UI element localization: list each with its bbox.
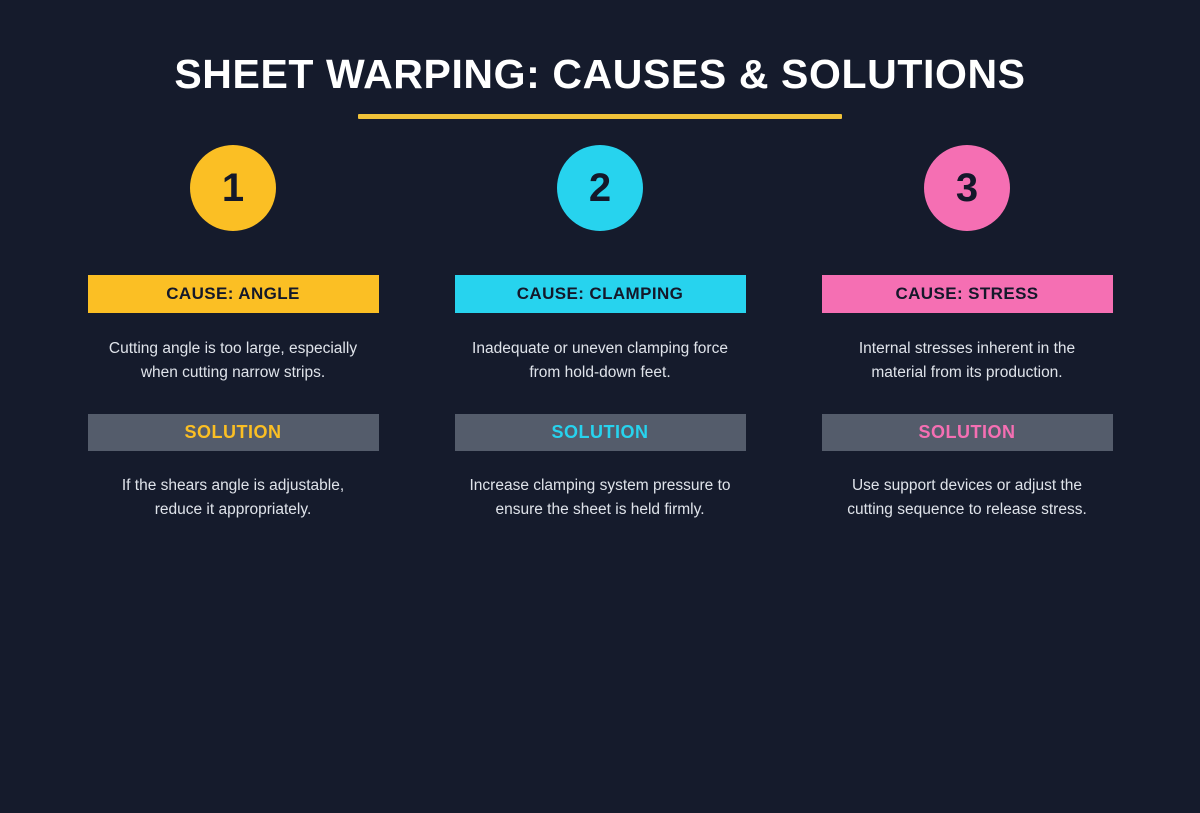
cause-description-2: Inadequate or uneven clamping force from…	[472, 340, 728, 382]
step-number-1: 1	[221, 166, 245, 211]
cause-description-3: Internal stresses inherent in the materi…	[858, 340, 1076, 382]
header: SHEET WARPING: CAUSES & SOLUTIONS	[0, 0, 1200, 120]
step-number-badge-1: 1	[190, 145, 276, 232]
solution-label-2: SOLUTION	[551, 422, 649, 443]
step-number-badge-3: 3	[924, 145, 1010, 232]
solution-description-1: If the shears angle is adjustable, reduc…	[121, 477, 345, 519]
cause-badge-3: CAUSE: STRESS	[821, 275, 1113, 314]
cause-badge-1: CAUSE: ANGLE	[87, 275, 379, 314]
cause-solution-card-3: 3 CAUSE: STRESS Internal stresses inhere…	[821, 145, 1113, 522]
page-title: SHEET WARPING: CAUSES & SOLUTIONS	[174, 51, 1026, 97]
cause-solution-card-1: 1 CAUSE: ANGLE Cutting angle is too larg…	[87, 145, 379, 522]
cause-solution-card-2: 2 CAUSE: CLAMPING Inadequate or uneven c…	[454, 145, 746, 522]
solution-label-3: SOLUTION	[918, 422, 1016, 443]
solution-description-2: Increase clamping system pressure to ens…	[469, 477, 731, 519]
cause-badge-2: CAUSE: CLAMPING	[454, 275, 746, 314]
solution-bar-1: SOLUTION	[87, 414, 379, 452]
step-number-badge-2: 2	[557, 145, 643, 232]
solution-bar-2: SOLUTION	[454, 414, 746, 452]
step-number-2: 2	[588, 166, 612, 211]
step-number-3: 3	[955, 166, 979, 211]
cause-solution-columns: 1 CAUSE: ANGLE Cutting angle is too larg…	[0, 145, 1200, 522]
solution-label-1: SOLUTION	[184, 422, 282, 443]
title-underline-rule	[358, 114, 842, 120]
solution-description-3: Use support devices or adjust the cuttin…	[847, 477, 1087, 519]
cause-description-1: Cutting angle is too large, especially w…	[108, 340, 358, 382]
solution-bar-3: SOLUTION	[821, 414, 1113, 452]
